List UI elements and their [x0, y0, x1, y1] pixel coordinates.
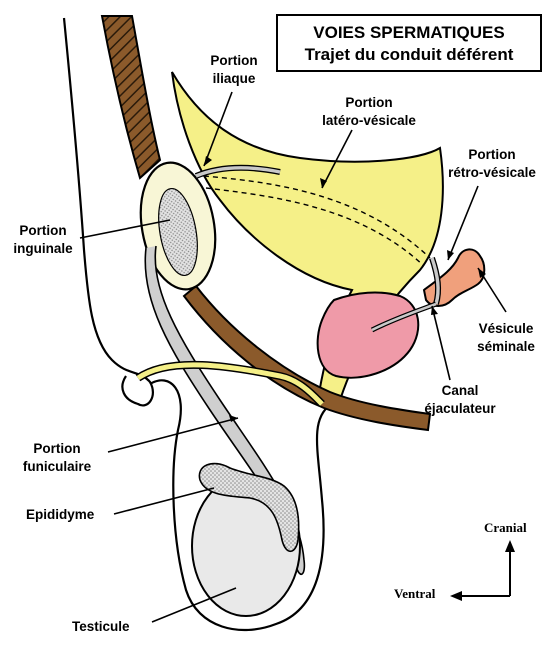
label-portion-funiculaire: Portion funiculaire: [22, 441, 92, 474]
body-outline: [62, 17, 154, 407]
epididymis: [198, 462, 300, 553]
orientation-compass: [458, 548, 511, 597]
leader-lines: [79, 91, 507, 623]
ductus-latero-vesical-dashed-2: [205, 187, 425, 267]
scrotum-outline: [149, 379, 331, 632]
ductus-latero-vesical-dashed: [203, 175, 431, 259]
ductus-retro-vesical-inner: [430, 257, 440, 305]
inguinal-canal-core: [158, 187, 198, 277]
prostate: [316, 291, 420, 379]
urethra-channel: [135, 360, 325, 407]
label-cranial: Cranial: [484, 520, 527, 535]
label-portion-latero-vesicale: Portion latéro-vésicale: [322, 95, 416, 128]
label-vesicule-seminale: Vésicule séminale: [477, 321, 535, 354]
label-ventral: Ventral: [394, 586, 436, 601]
title-line-1: VOIES SPERMATIQUES: [313, 23, 505, 42]
cranial-arrowhead: [505, 540, 515, 552]
urethra-channel-inner: [136, 362, 324, 406]
label-epididyme: Epididyme: [26, 507, 95, 522]
label-portion-iliaque: Portion iliaque: [210, 53, 258, 86]
ventral-arrowhead: [450, 591, 462, 601]
leader-arrowheads: [204, 156, 486, 422]
ejaculatory-duct-inner: [371, 302, 437, 332]
title-box: VOIES SPERMATIQUES Trajet du conduit déf…: [276, 14, 542, 72]
label-portion-inguinale: Portion inguinale: [13, 223, 73, 256]
abdominal-wall: [100, 15, 162, 180]
label-portion-retro-vesicale: Portion rétro-vésicale: [448, 147, 536, 180]
ductus-iliac-segment-inner: [195, 166, 281, 178]
label-testicule: Testicule: [72, 619, 130, 634]
label-canal-ejaculateur: Canal éjaculateur: [424, 383, 496, 416]
title-line-2: Trajet du conduit déférent: [304, 45, 514, 64]
